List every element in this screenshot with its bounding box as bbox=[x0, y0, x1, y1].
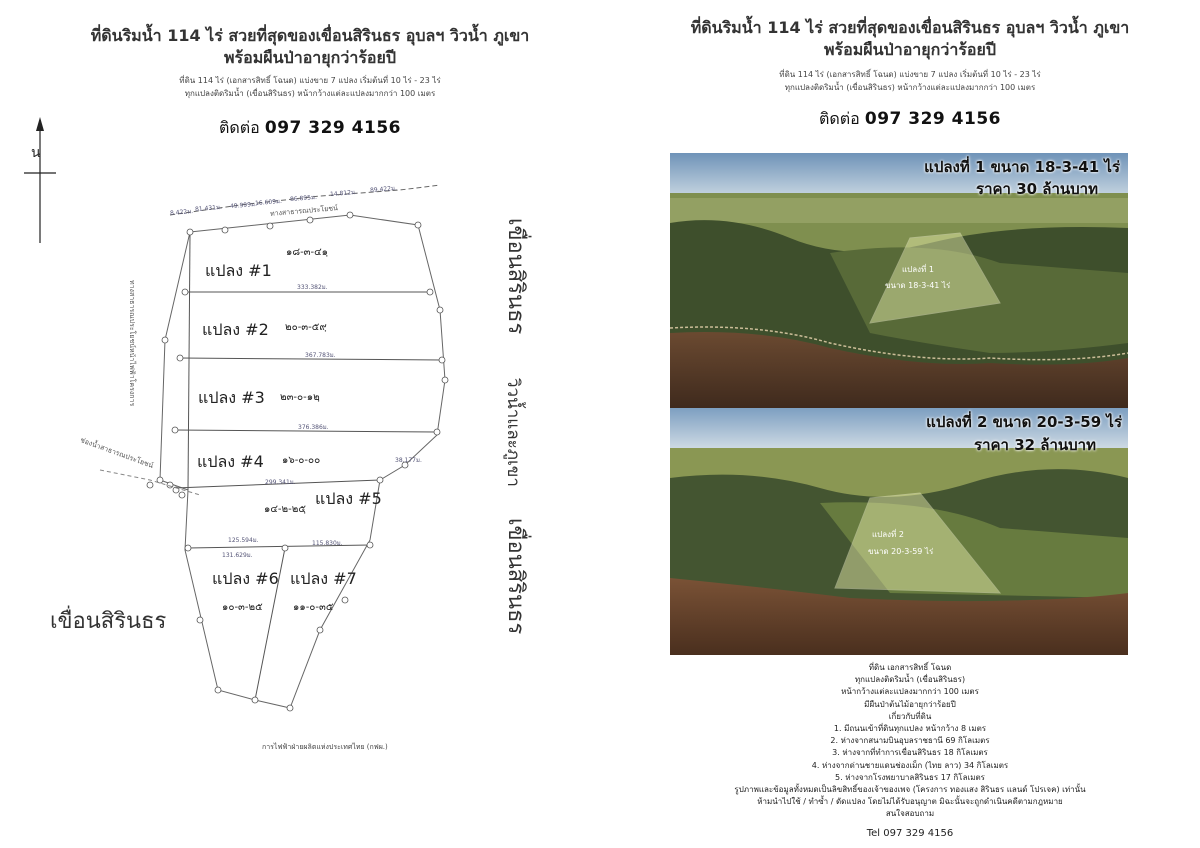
side-road-label: ทางสาธารณประโยชน์หน้าไฟฟ้าโครงการ bbox=[128, 280, 136, 407]
plot-3-label: แปลง #3 bbox=[198, 388, 265, 407]
plot-1-area: ๑๘-๓-๔๑ฺ bbox=[286, 247, 329, 258]
left-title-line1: ที่ดินริมน้ำ 114 ไร่ สวยที่สุดของเขื่อนส… bbox=[90, 26, 530, 45]
photo-2-overlay-size: ขนาด 20-3-59 ไร่ bbox=[868, 547, 934, 556]
note-line: สนใจสอบถาม bbox=[885, 809, 935, 819]
right-contact: ติดต่อ 097 329 4156 bbox=[660, 107, 1160, 132]
measure-4: 299.341ม. bbox=[265, 479, 296, 486]
plot-5-label: แปลง #5 bbox=[315, 489, 382, 508]
left-title: ที่ดินริมน้ำ 114 ไร่ สวยที่สุดของเขื่อนส… bbox=[0, 25, 620, 69]
right-sub-line1: ที่ดิน 114 ไร่ (เอกสารสิทธิ์ โฉนด) แบ่งข… bbox=[779, 70, 1041, 79]
plot-6-label: แปลง #6 bbox=[212, 569, 279, 588]
note-line: หน้ากว้างแต่ละแปลงมากกว่า 100 เมตร bbox=[841, 687, 979, 697]
plot-4-label: แปลง #4 bbox=[197, 452, 264, 471]
plot-5-area: ๑๔-๒-๒๕ฺ bbox=[264, 504, 306, 515]
left-contact-label: ติดต่อ bbox=[219, 118, 260, 137]
aerial-photo-1-image bbox=[670, 153, 1128, 408]
left-footer: การไฟฟ้าฝ่ายผลิตแห่งประเทศไทย (กฟผ.) bbox=[262, 743, 388, 751]
photo-1-title: แปลงที่ 1 ขนาด 18-3-41 ไร่ bbox=[924, 158, 1120, 176]
photo-2-price: ราคา 32 ล้านบาท bbox=[974, 436, 1096, 454]
north-arrow-icon bbox=[24, 117, 56, 243]
right-contact-label: ติดต่อ bbox=[819, 109, 860, 128]
view-label-right: วิวน้ำและภูเขา bbox=[503, 378, 523, 487]
dam-label-right-bottom: เขื่อนสิรินธร bbox=[503, 518, 528, 635]
left-subtitle: ที่ดิน 114 ไร่ (เอกสารสิทธิ์ โฉนด) แบ่งข… bbox=[0, 74, 620, 100]
dam-label-right-top: เขื่อนสิรินธร bbox=[503, 218, 528, 335]
note-line: 1. มีถนนเข้าที่ดินทุกแปลง หน้ากว้าง 8 เม… bbox=[833, 724, 987, 734]
aerial-photo-2-image bbox=[670, 408, 1128, 655]
plot-2-label: แปลง #2 bbox=[202, 320, 269, 339]
plot-2-area: ๒๐-๓-๕๙ฺ bbox=[285, 322, 327, 333]
note-line: มีผืนป่าต้นไม้อายุกว่าร้อยปี bbox=[864, 699, 956, 709]
measure-6: 131.629ม. bbox=[222, 552, 253, 559]
survey-markers bbox=[146, 211, 449, 712]
note-line: รูปภาพและข้อมูลทั้งหมดเป็นลิขสิทธิ์ของเจ… bbox=[734, 785, 1086, 795]
note-line: 5. ห่างจากโรงพยาบาลสิรินธร 17 กิโลเมตร bbox=[835, 772, 985, 782]
measure-7: 115.830ม. bbox=[312, 540, 343, 547]
measure-8: 38.177ม. bbox=[395, 457, 422, 464]
note-line: 4. ห่างจากด่านชายแดนช่องเม็ก (ไทย ลาว) 3… bbox=[811, 760, 1009, 770]
left-contact-phone: 097 329 4156 bbox=[264, 118, 401, 138]
photo-1-overlay-name: แปลงที่ 1 bbox=[902, 265, 934, 274]
photo-1-price: ราคา 30 ล้านบาท bbox=[976, 180, 1098, 198]
measure-9: 8.422ม. bbox=[169, 208, 194, 217]
right-title-line2: พร้อมผืนป่าอายุกว่าร้อยปี bbox=[823, 40, 997, 59]
left-sub-line2: ทุกแปลงติดริมน้ำ (เขื่อนสิรินธร) หน้ากว้… bbox=[184, 89, 436, 98]
note-line: ห้ามนำไปใช้ / ทำซ้ำ / ดัดแปลง โดยไม่ได้ร… bbox=[757, 797, 1063, 807]
measure-5: 125.594ม. bbox=[228, 537, 259, 544]
photo-1-overlay-size: ขนาด 18-3-41 ไร่ bbox=[885, 281, 951, 290]
note-line: ที่ดิน เอกสารสิทธิ์ โฉนด bbox=[868, 663, 952, 672]
note-line: 3. ห่างจากที่ทำการเขื่อนสิรินธร 18 กิโลเ… bbox=[832, 748, 988, 758]
plot-map bbox=[99, 184, 449, 712]
plot-4-area: ๑๖-๐-๐๐ bbox=[282, 455, 321, 466]
note-line: 2. ห่างจากสนามบินอุบลราชธานี 69 กิโลเมตร bbox=[830, 736, 990, 746]
plot-7-label: แปลง #7 bbox=[290, 569, 357, 588]
photo-2-title: แปลงที่ 2 ขนาด 20-3-59 ไร่ bbox=[926, 413, 1122, 431]
measure-1: 333.382ม. bbox=[297, 284, 328, 291]
measure-3: 376.386ม. bbox=[298, 424, 329, 431]
right-sub-line2: ทุกแปลงติดริมน้ำ (เขื่อนสิรินธร) หน้ากว้… bbox=[784, 83, 1036, 92]
north-label: น bbox=[31, 145, 41, 161]
plot-1-label: แปลง #1 bbox=[205, 261, 272, 280]
right-title: ที่ดินริมน้ำ 114 ไร่ สวยที่สุดของเขื่อนส… bbox=[660, 17, 1160, 61]
right-title-line1: ที่ดินริมน้ำ 114 ไร่ สวยที่สุดของเขื่อนส… bbox=[690, 18, 1130, 37]
left-sub-line1: ที่ดิน 114 ไร่ (เอกสารสิทธิ์ โฉนด) แบ่งข… bbox=[179, 76, 441, 85]
note-line: เกี่ยวกับที่ดิน bbox=[888, 711, 932, 721]
photo-2-overlay-name: แปลงที่ 2 bbox=[872, 530, 904, 539]
plot-7-area: ๑๑-๐-๓๕ bbox=[293, 602, 334, 613]
plot-3-area: ๒๓-๐-๑๒ฺ bbox=[280, 392, 320, 403]
note-line: ทุกแปลงติดริมน้ำ (เขื่อนสิรินธร) bbox=[854, 675, 966, 685]
dam-label-left: เขื่อนสิรินธร bbox=[50, 609, 167, 634]
aerial-photo-plot-1: แปลงที่ 1 ขนาด 18-3-41 ไร่ ราคา 30 ล้านบ… bbox=[670, 153, 1128, 408]
measure-2: 367.783ม. bbox=[305, 352, 336, 359]
aerial-photo-plot-2: แปลงที่ 2 ขนาด 20-3-59 ไร่ ราคา 32 ล้านบ… bbox=[670, 408, 1128, 655]
right-subtitle: ที่ดิน 114 ไร่ (เอกสารสิทธิ์ โฉนด) แบ่งข… bbox=[660, 68, 1160, 94]
tel-contact: Tel 097 329 4156 bbox=[866, 828, 954, 839]
property-notes: ที่ดิน เอกสารสิทธิ์ โฉนด ทุกแปลงติดริมน้… bbox=[660, 662, 1160, 821]
left-contact: ติดต่อ 097 329 4156 bbox=[0, 116, 620, 141]
plot-6-area: ๑๐-๓-๒๕ bbox=[222, 602, 263, 613]
left-title-line2: พร้อมผืนป่าอายุกว่าร้อยปี bbox=[223, 48, 397, 67]
right-contact-phone: 097 329 4156 bbox=[864, 109, 1001, 129]
